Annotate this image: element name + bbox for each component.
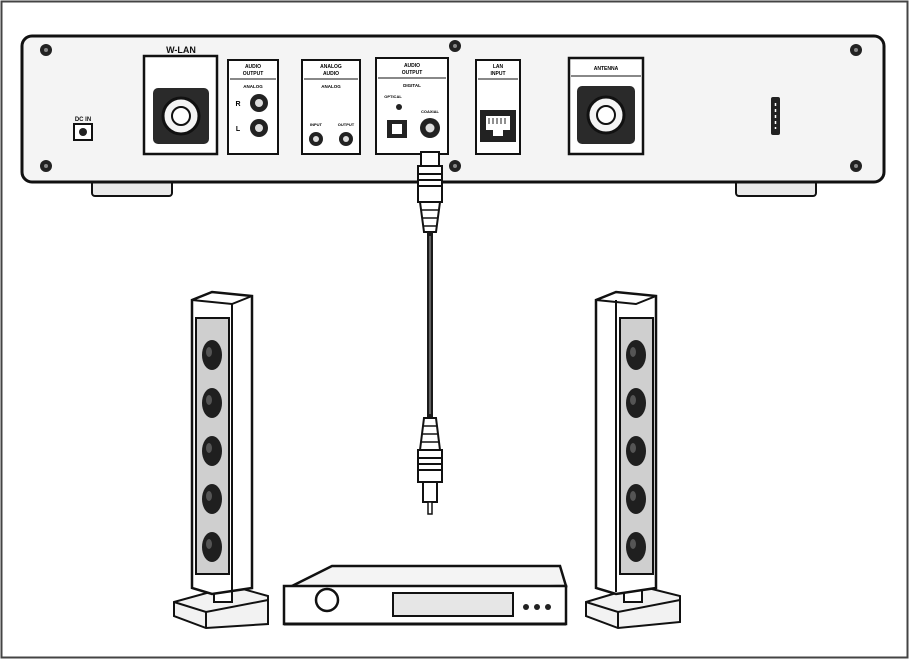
digital-output-title-2: OUTPUT xyxy=(402,70,423,76)
receiver-button xyxy=(534,604,540,610)
wlan-label: W-LAN xyxy=(166,45,196,55)
rca-jack-icon xyxy=(420,118,440,138)
speaker-driver-icon xyxy=(626,388,646,418)
lan-title-2: INPUT xyxy=(491,71,506,77)
antenna-connector-icon xyxy=(577,86,635,144)
right-speaker xyxy=(585,290,681,630)
rca-plug-icon xyxy=(417,151,443,233)
digital-output-sub: DIGITAL xyxy=(403,83,421,88)
rca-plug-icon xyxy=(417,417,443,515)
device-rear-panel: DC IN W-LAN AUDIO OUTPUT ANALOG R L ANAL… xyxy=(20,34,886,197)
analog-audio-title-1: ANALOG xyxy=(320,64,342,70)
speaker-driver-icon xyxy=(202,388,222,418)
av-receiver xyxy=(282,564,568,626)
optical-port-icon xyxy=(387,120,407,138)
lan-title-1: LAN xyxy=(493,64,504,70)
coaxial-cable xyxy=(417,151,443,515)
screw-icon xyxy=(449,160,461,172)
antenna-label: ANTENNA xyxy=(594,66,619,72)
dc-in-label: DC IN xyxy=(75,117,91,123)
speaker-driver-icon xyxy=(626,340,646,370)
speaker-driver-icon xyxy=(202,340,222,370)
speaker-driver-icon xyxy=(202,436,222,466)
coaxial-label: COAXIAL xyxy=(421,109,440,114)
analog-output-label: OUTPUT xyxy=(338,122,355,127)
left-speaker xyxy=(173,290,269,630)
analog-audio-sub: ANALOG xyxy=(321,84,341,89)
rca-jack-icon xyxy=(309,132,323,146)
optical-indicator xyxy=(396,104,402,110)
antenna-connector-icon xyxy=(153,88,209,144)
receiver-display xyxy=(392,592,514,617)
ethernet-port-icon xyxy=(480,110,516,142)
analog-output-r-label: R xyxy=(235,101,240,108)
speaker-driver-icon xyxy=(626,484,646,514)
screw-icon xyxy=(850,160,862,172)
rca-jack-icon xyxy=(250,119,268,137)
screw-icon xyxy=(40,160,52,172)
speaker-driver-icon xyxy=(626,532,646,562)
volume-knob-icon xyxy=(314,587,340,613)
receiver-button xyxy=(523,604,529,610)
analog-output-title-1: AUDIO xyxy=(245,64,261,70)
screw-icon xyxy=(40,44,52,56)
dc-jack-icon xyxy=(73,123,93,141)
speaker-driver-icon xyxy=(626,436,646,466)
screw-icon xyxy=(449,40,461,52)
screw-icon xyxy=(850,44,862,56)
receiver-button xyxy=(545,604,551,610)
rca-jack-icon xyxy=(339,132,353,146)
rca-jack-icon xyxy=(250,94,268,112)
analog-audio-title-2: AUDIO xyxy=(323,71,339,77)
analog-output-l-label: L xyxy=(236,126,241,133)
analog-input-label: INPUT xyxy=(310,122,323,127)
speaker-driver-icon xyxy=(202,532,222,562)
optical-label: OPTICAL xyxy=(384,94,402,99)
analog-output-sub: ANALOG xyxy=(243,84,263,89)
speaker-driver-icon xyxy=(202,484,222,514)
analog-output-title-2: OUTPUT xyxy=(243,71,264,77)
digital-output-title-1: AUDIO xyxy=(404,63,420,69)
